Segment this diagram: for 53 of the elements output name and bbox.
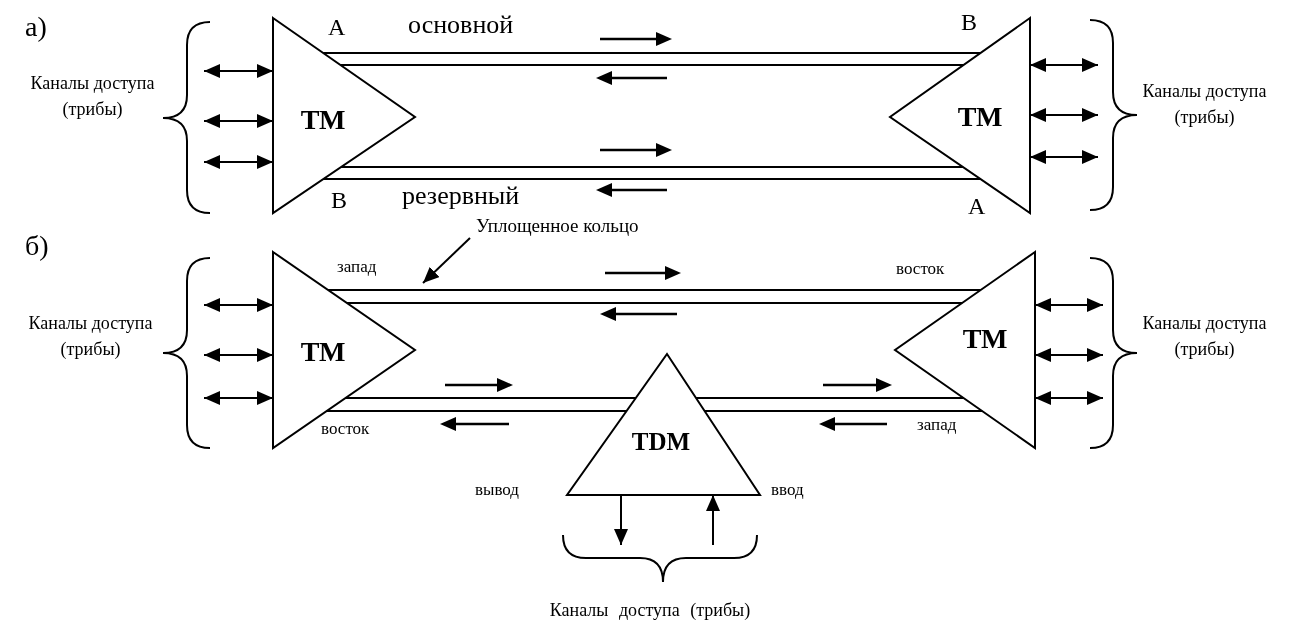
- line-label: резервный: [402, 183, 520, 209]
- double-arrow: [1029, 150, 1099, 164]
- multiplexer-triangle: [273, 252, 415, 448]
- ring-line: [340, 166, 964, 168]
- leader-line: [422, 237, 471, 284]
- arrow: [614, 494, 628, 546]
- port-label: B: [961, 10, 977, 34]
- ring-line: [339, 64, 965, 66]
- double-arrow: [203, 155, 274, 169]
- ring-line: [695, 397, 965, 399]
- channel-label: Каналы доступа (трибы): [1141, 80, 1268, 130]
- ring-line: [325, 410, 628, 412]
- port-label: ввод: [771, 481, 804, 498]
- multiplexer-triangle: [567, 354, 760, 495]
- panel-label: а): [25, 13, 47, 41]
- ring-line: [327, 289, 982, 291]
- channel-label: Каналы доступа (трибы): [29, 72, 156, 122]
- node-label: ТМ: [962, 325, 1008, 353]
- ring-line: [322, 52, 982, 54]
- ring-line: [322, 178, 982, 180]
- port-label: вывод: [475, 481, 520, 498]
- channel-label: Каналы доступа (трибы): [27, 312, 154, 362]
- double-arrow: [1029, 108, 1099, 122]
- double-arrow: [203, 348, 274, 362]
- port-label: восток: [896, 260, 945, 277]
- port-label: B: [331, 188, 347, 212]
- port-label: запад: [917, 416, 957, 433]
- node-label: TDM: [631, 428, 691, 454]
- channel-label: Каналы доступа (трибы): [1141, 312, 1268, 362]
- callout-text: Уплощенное кольцо: [470, 214, 690, 238]
- node-label: ТМ: [957, 103, 1003, 131]
- double-arrow: [203, 391, 274, 405]
- double-arrow: [203, 114, 274, 128]
- node-label: ТМ: [300, 338, 346, 366]
- multiplexer-triangle: [895, 252, 1035, 448]
- ring-line: [344, 397, 637, 399]
- port-label: A: [328, 15, 346, 39]
- port-label: восток: [321, 420, 370, 437]
- channel-label: Каналы доступа (трибы): [548, 599, 752, 622]
- double-arrow: [1034, 298, 1104, 312]
- double-arrow: [1034, 348, 1104, 362]
- port-label: A: [968, 194, 986, 218]
- node-label: ТМ: [300, 106, 346, 134]
- double-arrow: [1034, 391, 1104, 405]
- ring-line: [703, 410, 984, 412]
- double-arrow: [1029, 58, 1099, 72]
- panel-label: б): [25, 232, 49, 260]
- port-label: запад: [337, 258, 377, 275]
- line-label: основной: [408, 12, 514, 38]
- ring-line: [345, 302, 964, 304]
- arrow: [706, 494, 720, 546]
- double-arrow: [203, 64, 274, 78]
- double-arrow: [203, 298, 274, 312]
